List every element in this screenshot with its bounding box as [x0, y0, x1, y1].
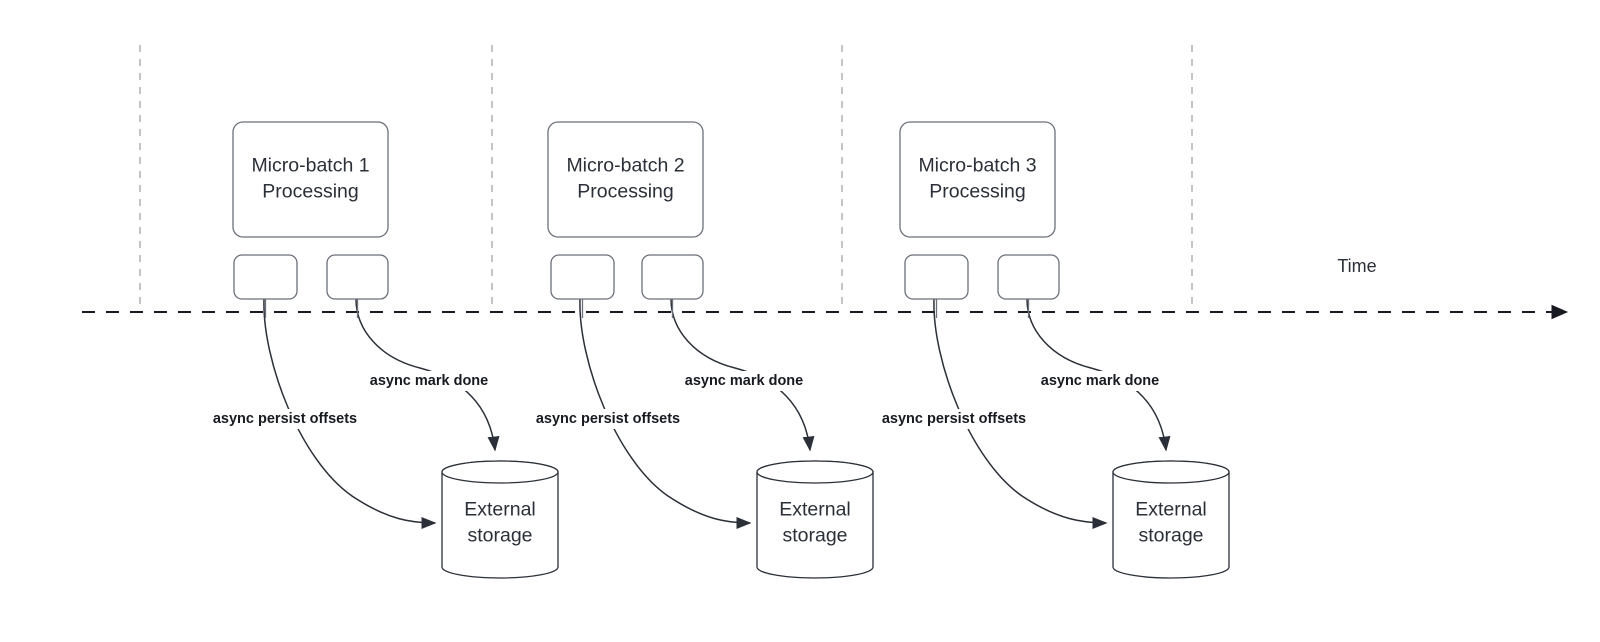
edge-label-persist-3: async persist offsets	[882, 411, 1026, 427]
batch-label-1-line1: Micro-batch 1	[251, 155, 369, 177]
edge-label-markdone-3: async mark done	[1041, 373, 1159, 389]
storage-label-3-line2: storage	[1138, 525, 1203, 547]
edge-label-markdone-2: async mark done	[685, 373, 803, 389]
flow-edges	[263, 298, 1171, 529]
edge-markdone-1	[355, 298, 500, 452]
separator-lines	[139, 45, 1193, 310]
edge-label-bg-persist-2	[521, 409, 695, 429]
task-box-task-2b[interactable]	[641, 254, 704, 300]
storage-cylinder-top-2	[756, 460, 874, 484]
edge-markdone-2	[670, 298, 815, 452]
batch-label-3-line2: Processing	[929, 181, 1025, 203]
edge-markdone-3	[1026, 298, 1171, 452]
batch-label-3-line1: Micro-batch 3	[918, 155, 1036, 177]
task-box-task-3a[interactable]	[904, 254, 969, 300]
edge-label-bg-markdone-1	[365, 371, 493, 391]
storage-label-3-line1: External	[1135, 499, 1207, 521]
storage-label-2-line1: External	[779, 499, 851, 521]
edge-label-markdone-1: async mark done	[370, 373, 488, 389]
batch-box-3[interactable]	[899, 121, 1056, 238]
edge-persist-1	[263, 298, 437, 529]
batch-label-2-line1: Micro-batch 2	[566, 155, 684, 177]
storage-label-1-line2: storage	[467, 525, 532, 547]
edge-label-persist-2: async persist offsets	[536, 411, 680, 427]
edge-label-persist-1: async persist offsets	[213, 411, 357, 427]
time-axis-label: Time	[1337, 256, 1376, 276]
edge-label-bg-markdone-2	[680, 371, 808, 391]
storage-label-2-line2: storage	[782, 525, 847, 547]
edge-label-bg-persist-1	[198, 409, 372, 429]
batch-box-2[interactable]	[547, 121, 704, 238]
edge-labels: async persist offsets async mark done asyn…	[198, 371, 1164, 429]
batch-box-1[interactable]	[232, 121, 389, 238]
edge-persist-2	[579, 298, 752, 529]
task-box-task-1a[interactable]	[233, 254, 298, 300]
task-box-task-2a[interactable]	[550, 254, 615, 300]
storage-cylinder-top-3	[1112, 460, 1230, 484]
task-box-task-1b[interactable]	[326, 254, 389, 300]
edge-label-bg-persist-3	[867, 409, 1041, 429]
batch-label-1-line2: Processing	[262, 181, 358, 203]
edge-persist-3	[933, 298, 1108, 529]
storage-label-1-line1: External	[464, 499, 536, 521]
edge-label-bg-markdone-3	[1036, 371, 1164, 391]
task-box-task-3b[interactable]	[997, 254, 1060, 300]
storage-cylinder-top-1	[441, 460, 559, 484]
batch-label-2-line2: Processing	[577, 181, 673, 203]
